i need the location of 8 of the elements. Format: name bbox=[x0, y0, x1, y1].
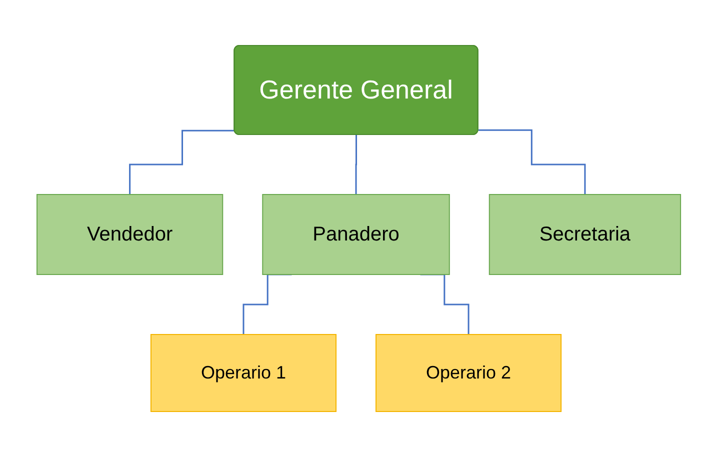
connector bbox=[478, 129, 586, 196]
connector bbox=[355, 134, 358, 196]
node-box: Operario 1 bbox=[150, 334, 337, 412]
node-box: Vendedor bbox=[36, 194, 224, 275]
node-box: Operario 2 bbox=[376, 334, 562, 412]
connector bbox=[129, 130, 235, 196]
node-box: Panadero bbox=[262, 194, 450, 275]
node-box: Secretaria bbox=[489, 194, 682, 275]
